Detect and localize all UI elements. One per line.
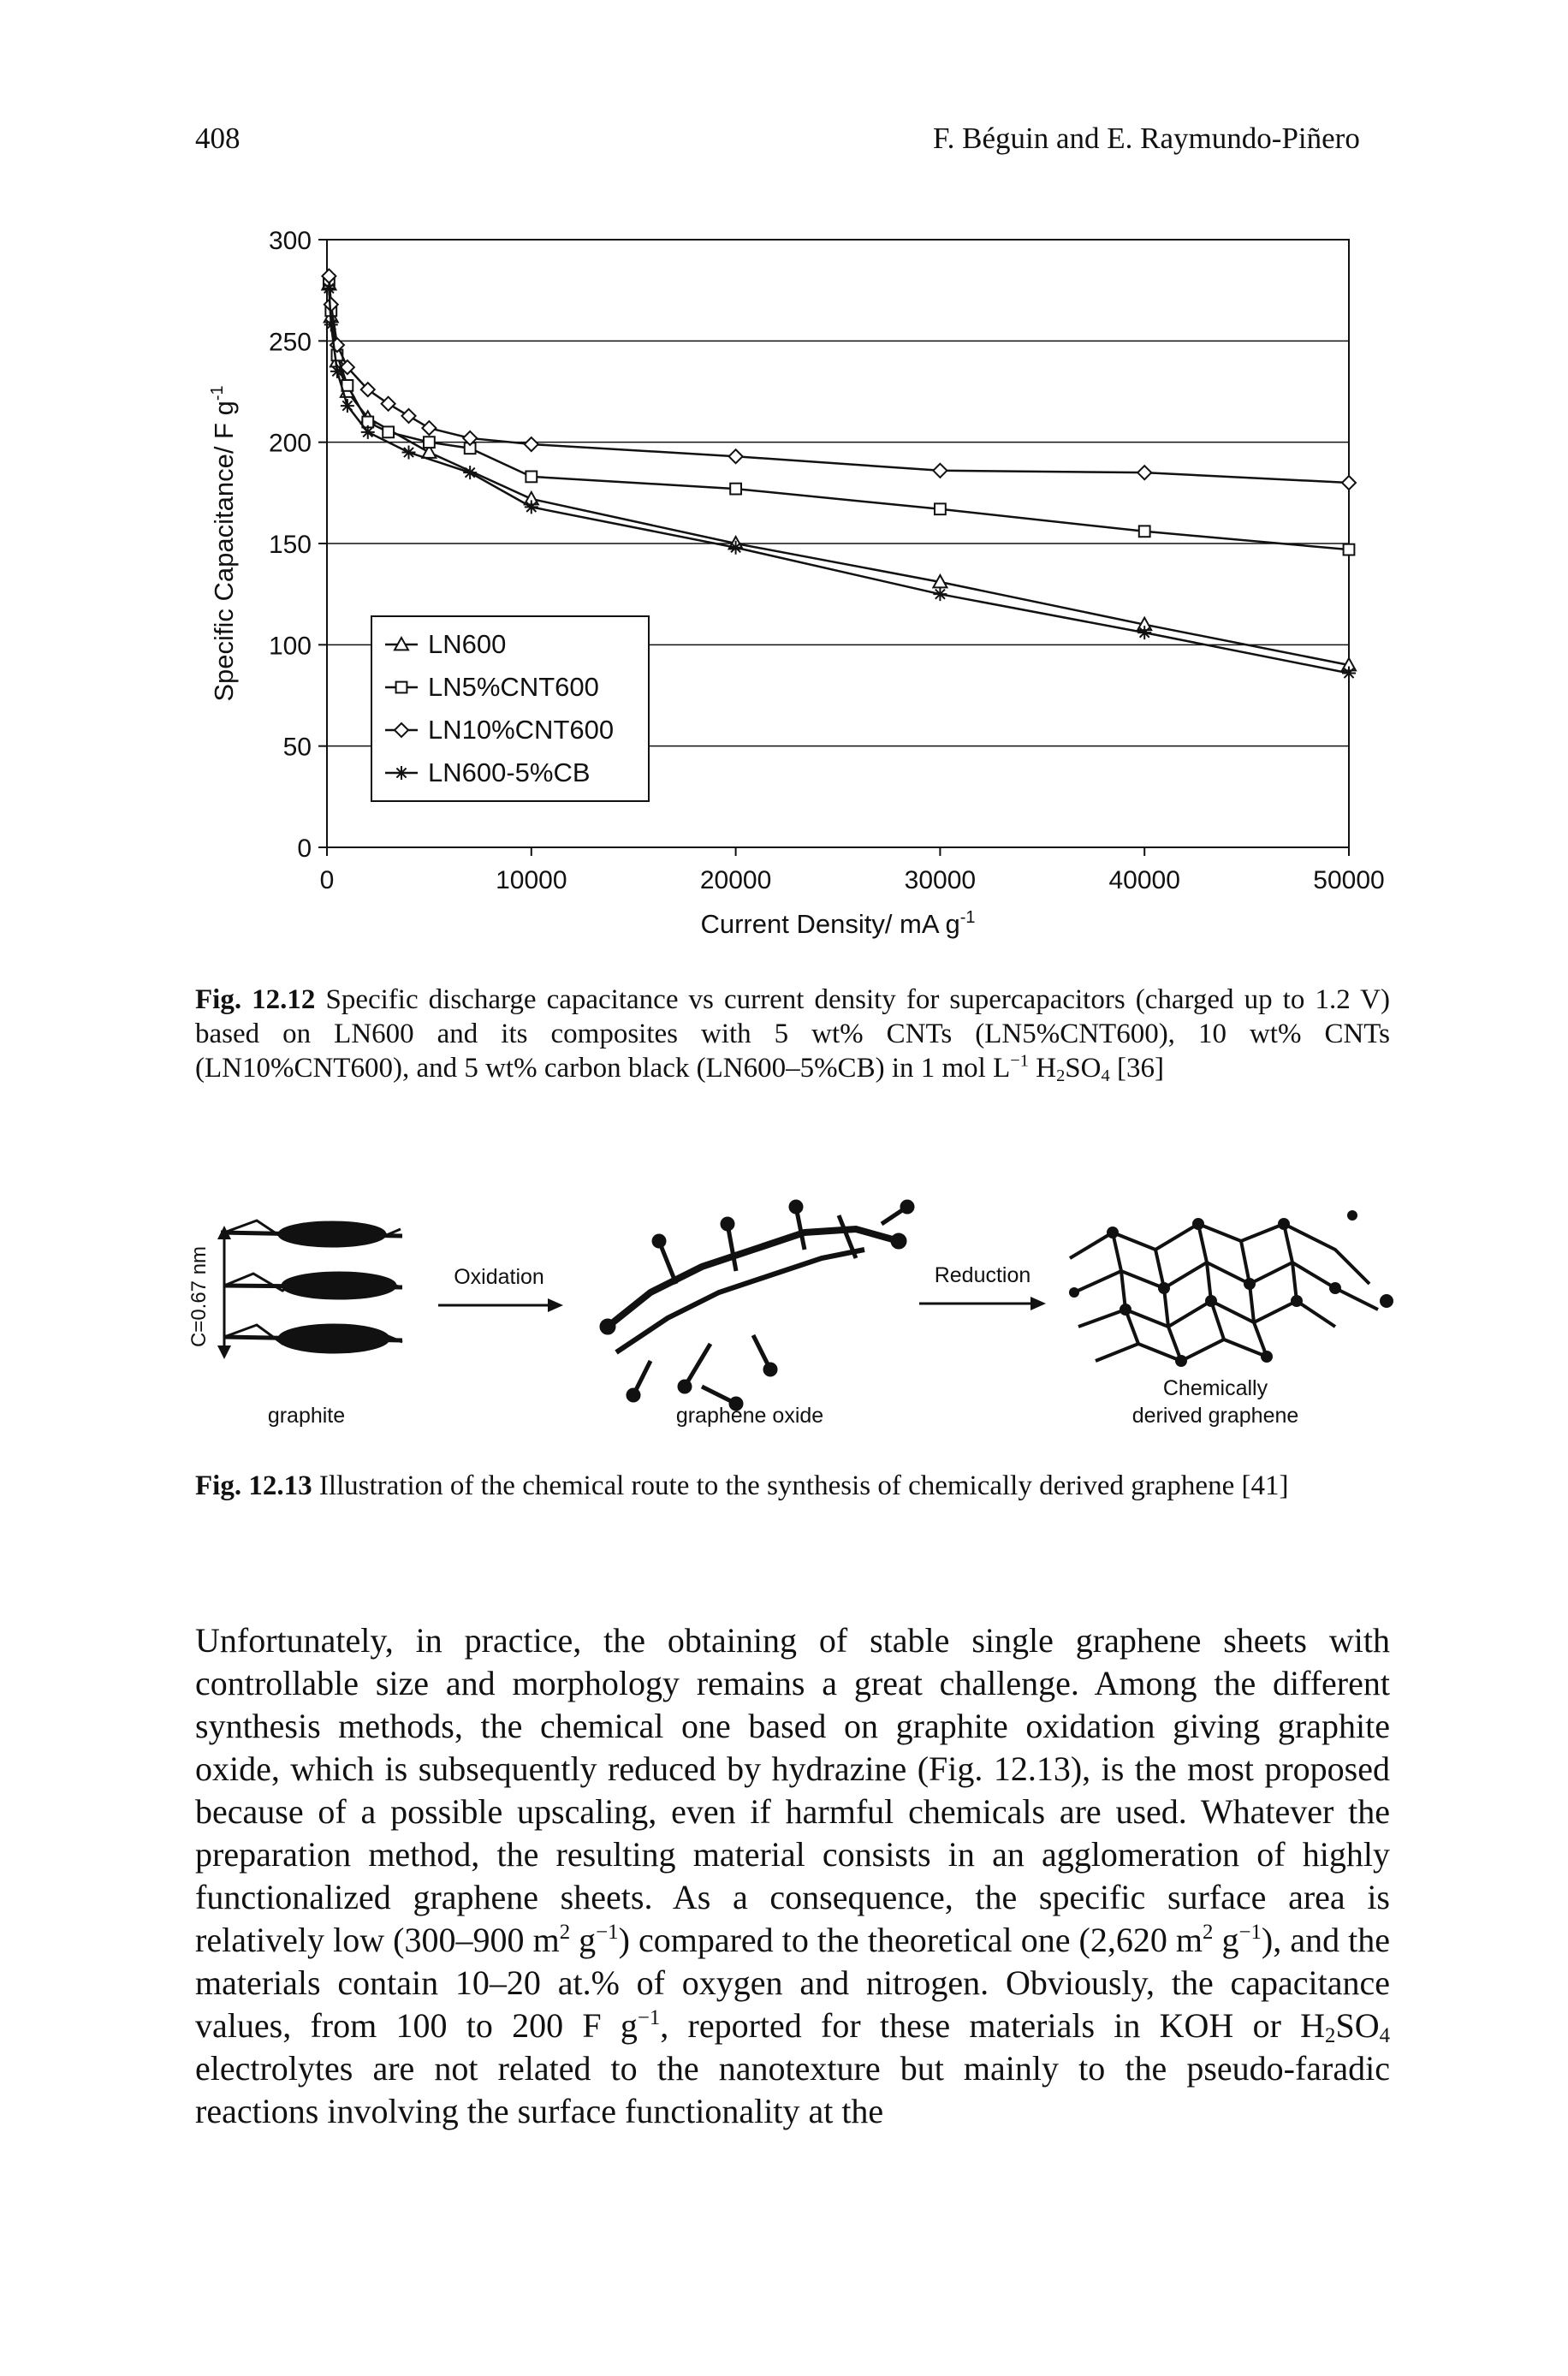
reduction-label: Reduction <box>935 1263 1031 1287</box>
data-point-ln600-5-cb <box>330 364 344 378</box>
data-point-ln10-cnt600 <box>461 430 478 447</box>
running-head: F. Béguin and E. Raymundo-Piñero <box>933 122 1360 155</box>
legend-marker <box>393 722 410 739</box>
graphite-label: graphite <box>268 1404 345 1428</box>
y-tick-label: 0 <box>297 835 312 863</box>
data-point-ln10-cnt600 <box>931 462 948 479</box>
x-tick-label: 10000 <box>496 866 567 894</box>
cdg-label-line1: Chemically <box>1163 1376 1268 1400</box>
y-axis-label-sup: -1 <box>208 385 227 401</box>
data-point-ln600 <box>420 443 438 459</box>
legend-marker <box>395 680 408 694</box>
legend-label: LN5%CNT600 <box>428 672 599 702</box>
data-point-ln10-cnt600 <box>359 381 377 398</box>
data-point-ln10-cnt600 <box>1136 464 1153 481</box>
data-point-ln600-5-cb <box>322 281 336 295</box>
x-tick-label: 30000 <box>905 866 976 894</box>
chart-axes: 0 50 100 150 200 250 300 0 10000 20000 30000 40000 5… <box>269 227 1385 894</box>
series-line-ln600-5-cb <box>328 288 1350 674</box>
data-point-ln600-5-cb <box>728 540 743 555</box>
graphene-synthesis-illustration: C=0.67 nm graphite Oxidation graphene ox… <box>187 1199 1393 1428</box>
data-point-ln600-5-cb <box>1137 626 1152 640</box>
figure-12-12-caption: Fig. 12.12 Specific discharge capacitanc… <box>195 984 1390 1086</box>
legend-marker <box>395 766 408 780</box>
x-tick-label: 0 <box>320 866 335 894</box>
data-point-ln10-cnt600 <box>1340 474 1357 491</box>
y-tick-label: 300 <box>269 227 312 255</box>
x-axis-label-text: Current Density/ mA g <box>700 909 959 939</box>
legend-label: LN600 <box>428 629 506 659</box>
legend-entry-ln600-5-cb: LN600-5%CB <box>385 757 591 787</box>
x-tick-label: 50000 <box>1313 866 1384 894</box>
figure-12-13-caption: Fig. 12.13 Illustration of the chemical … <box>195 1470 1289 1501</box>
data-point-ln600-5-cb <box>360 425 375 439</box>
x-tick-label: 40000 <box>1108 866 1179 894</box>
page-number: 408 <box>195 122 241 155</box>
series-line-ln5-cnt600 <box>328 280 1350 551</box>
data-point-ln600-5-cb <box>524 500 538 514</box>
interlayer-spacing-label: C=0.67 nm <box>187 1246 211 1347</box>
series-ln600-5-cb <box>322 281 1356 680</box>
data-point-ln5-cnt600 <box>525 470 538 484</box>
graphene-oxide-picture <box>599 1199 915 1411</box>
series-ln600 <box>320 276 1357 672</box>
data-point-ln10-cnt600 <box>401 407 417 425</box>
data-point-ln10-cnt600 <box>523 436 540 453</box>
data-point-ln10-cnt600 <box>380 395 397 413</box>
data-point-ln10-cnt600 <box>420 419 437 437</box>
x-axis-label-sup: -1 <box>960 908 976 927</box>
y-tick-label: 100 <box>269 632 312 660</box>
y-tick-label: 250 <box>269 328 312 356</box>
graphite-picture: C=0.67 nm <box>187 1219 403 1359</box>
y-tick-label: 150 <box>269 531 312 559</box>
y-tick-label: 50 <box>283 734 312 762</box>
data-point-ln600-5-cb <box>340 399 354 413</box>
data-point-ln5-cnt600 <box>1137 525 1151 538</box>
data-point-ln5-cnt600 <box>729 482 743 496</box>
legend-entry-ln600: LN600 <box>385 629 506 659</box>
x-tick-label: 20000 <box>700 866 771 894</box>
legend-entry-ln5-cnt600: LN5%CNT600 <box>385 672 599 702</box>
data-point-ln600-5-cb <box>324 318 338 332</box>
series-ln10-cnt600 <box>320 268 1357 491</box>
oxidation-label: Oxidation <box>454 1265 544 1289</box>
oxidation-arrow <box>438 1298 563 1312</box>
legend-entry-ln10-cnt600: LN10%CNT600 <box>385 715 614 745</box>
legend-marker <box>393 635 410 651</box>
data-point-ln10-cnt600 <box>728 448 745 465</box>
legend-label: LN10%CNT600 <box>428 715 614 745</box>
data-point-ln5-cnt600 <box>423 436 436 449</box>
graphene-sheet-picture <box>1068 1210 1393 1367</box>
data-point-ln5-cnt600 <box>1342 543 1356 556</box>
data-point-ln600-5-cb <box>933 587 947 602</box>
y-axis-label-text: Specific Capacitance/ F g <box>209 401 239 702</box>
caption-label: Fig. 12.13 <box>195 1470 312 1501</box>
data-point-ln5-cnt600 <box>934 502 947 516</box>
legend-label: LN600-5%CB <box>428 757 591 787</box>
data-point-ln5-cnt600 <box>382 425 395 439</box>
caption-label: Fig. 12.12 <box>195 984 316 1015</box>
x-axis-label: Current Density/ mA g-1 <box>700 908 975 939</box>
graphene-oxide-label: graphene oxide <box>676 1404 823 1428</box>
data-point-ln600-5-cb <box>401 445 416 460</box>
y-axis-label: Specific Capacitance/ F g-1 <box>208 385 239 701</box>
series-ln5-cnt600 <box>322 273 1356 556</box>
capacitance-chart: 0 50 100 150 200 250 300 0 10000 20000 30000 40000 5… <box>208 227 1385 939</box>
data-point-ln600-5-cb <box>463 466 478 480</box>
chart-series <box>320 268 1357 680</box>
series-line-ln10-cnt600 <box>328 276 1350 484</box>
data-point-ln600-5-cb <box>1342 666 1356 680</box>
body-paragraph: Unfortunately, in practice, the obtainin… <box>195 1621 1391 2130</box>
reduction-arrow <box>919 1297 1046 1310</box>
cdg-label-line2: derived graphene <box>1132 1404 1299 1428</box>
legend-box <box>371 615 650 802</box>
y-tick-label: 200 <box>269 430 312 458</box>
